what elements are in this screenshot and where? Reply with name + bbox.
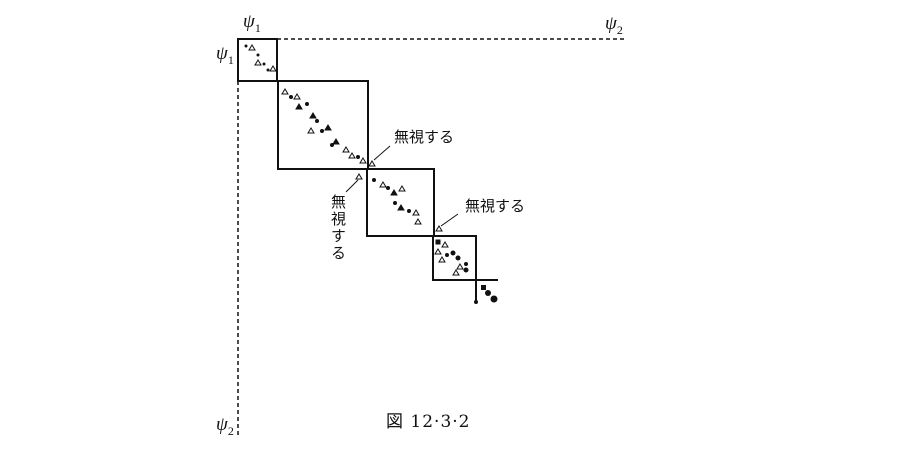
- dot-icon: [320, 129, 324, 133]
- block-5-markers: [481, 285, 498, 303]
- triangle-icon: [435, 225, 443, 232]
- dot-icon: [315, 119, 319, 123]
- triangle-icon: [248, 44, 256, 51]
- dot-icon: [393, 201, 397, 205]
- square-icon: [481, 285, 486, 290]
- ignore-annotation-1: 無視する: [394, 128, 455, 146]
- dot-icon: [463, 267, 469, 273]
- triangle-icon: [379, 181, 387, 188]
- dot-icon: [262, 62, 266, 66]
- leader-line: [345, 179, 359, 193]
- circle-dot-icon: [485, 290, 491, 296]
- triangle-icon: [397, 204, 405, 211]
- dot-icon: [372, 178, 376, 182]
- ignore-annotation-vertical: 無視する: [329, 194, 347, 262]
- triangle-icon: [456, 263, 464, 270]
- triangle-icon: [307, 127, 315, 134]
- block-3-markers: [372, 178, 422, 225]
- triangle-icon: [309, 112, 317, 119]
- dot-icon: [256, 53, 260, 57]
- triangle-icon: [324, 124, 332, 131]
- block-3: [366, 168, 435, 237]
- triangle-icon: [412, 209, 420, 216]
- triangle-icon: [441, 241, 449, 248]
- dot-icon: [356, 155, 360, 159]
- block-4: [432, 235, 477, 281]
- triangle-icon: [281, 88, 289, 95]
- phi1-top-label: ψ1: [243, 11, 261, 35]
- triangle-icon: [295, 103, 303, 110]
- triangle-icon: [414, 218, 422, 225]
- triangle-icon: [368, 160, 376, 167]
- block-2-markers: [281, 88, 367, 164]
- dot-icon: [266, 68, 270, 72]
- phi2-top-label: ψ2: [605, 13, 623, 37]
- triangle-icon: [398, 185, 406, 192]
- triangle-icon: [390, 189, 398, 196]
- block-2: [277, 80, 369, 170]
- block-5-end-dot: [474, 300, 478, 304]
- block-1-markers: [244, 44, 277, 72]
- triangle-icon: [359, 157, 367, 164]
- leader-line: [440, 213, 459, 227]
- dot-icon: [450, 250, 456, 256]
- phi2-bottom-label: ψ2: [216, 414, 234, 438]
- block-4-markers: [434, 239, 469, 276]
- dot-icon: [244, 44, 248, 48]
- triangle-icon: [332, 138, 340, 145]
- square-icon: [435, 239, 441, 245]
- ignored-markers: [345, 145, 459, 232]
- dot-icon: [386, 186, 390, 190]
- triangle-icon: [355, 173, 363, 180]
- dot-icon: [455, 255, 461, 261]
- triangle-icon: [293, 93, 301, 100]
- dot-icon: [305, 102, 309, 106]
- figure-caption: 図 12·3·2: [386, 412, 471, 432]
- phi1-left-label: ψ1: [216, 43, 234, 67]
- block-1: [237, 38, 278, 82]
- dot-icon: [464, 262, 468, 266]
- triangle-icon: [434, 248, 442, 255]
- dot-icon: [407, 209, 411, 213]
- dot-icon: [289, 95, 293, 99]
- circle-dot-icon: [490, 295, 498, 303]
- dot-icon: [330, 143, 334, 147]
- dot-icon: [445, 253, 449, 257]
- triangle-icon: [452, 269, 460, 276]
- triangle-icon: [348, 152, 356, 159]
- triangle-icon: [438, 256, 446, 263]
- leader-line: [373, 145, 391, 161]
- triangle-icon: [269, 65, 277, 72]
- triangle-icon: [342, 146, 350, 153]
- triangle-icon: [254, 59, 262, 66]
- ignore-annotation-2: 無視する: [465, 197, 526, 215]
